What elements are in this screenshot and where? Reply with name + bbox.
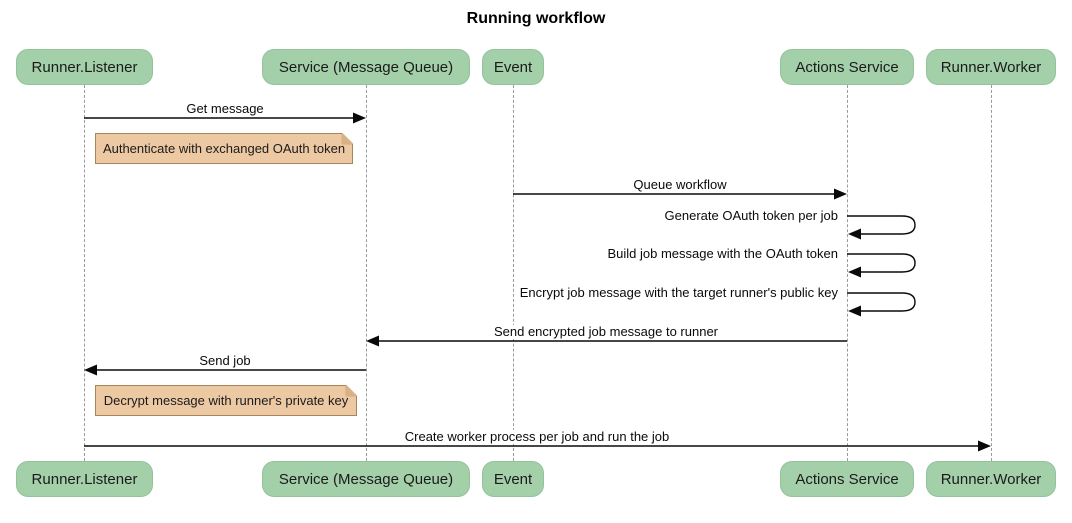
actor-top-event: Event <box>482 49 544 85</box>
note-decrypt-private-key: Decrypt message with runner's private ke… <box>95 385 357 416</box>
lifeline-event <box>513 85 514 461</box>
message-label-generate-oauth-token: Generate OAuth token per job <box>661 209 841 223</box>
lifeline-service-message-queue <box>366 85 367 461</box>
actor-top-service-message-queue: Service (Message Queue) <box>262 49 470 85</box>
message-label-send-encrypted-job-message: Send encrypted job message to runner <box>490 325 722 339</box>
message-label-encrypt-job-message: Encrypt job message with the target runn… <box>516 286 841 300</box>
note-decrypt-private-key-text: Decrypt message with runner's private ke… <box>103 393 349 408</box>
self-loop-generate-oauth-token <box>847 215 916 240</box>
arrow-send-encrypted-job-message <box>366 335 847 347</box>
message-label-build-job-message: Build job message with the OAuth token <box>604 247 841 261</box>
actor-top-runner-listener: Runner.Listener <box>16 49 153 85</box>
arrow-get-message <box>84 112 366 124</box>
actor-bottom-actions-service: Actions Service <box>780 461 914 497</box>
lifeline-actions-service <box>847 85 848 461</box>
lifeline-runner-listener <box>84 85 85 461</box>
note-authenticate-oauth-text: Authenticate with exchanged OAuth token <box>102 141 346 156</box>
message-label-create-worker-process: Create worker process per job and run th… <box>401 430 673 444</box>
arrow-queue-workflow <box>513 188 847 200</box>
self-loop-build-job-message <box>847 253 916 278</box>
arrow-send-job <box>84 364 366 376</box>
actor-bottom-event: Event <box>482 461 544 497</box>
message-label-get-message: Get message <box>183 102 267 116</box>
actor-bottom-runner-worker: Runner.Worker <box>926 461 1056 497</box>
actor-top-runner-worker: Runner.Worker <box>926 49 1056 85</box>
actor-bottom-service-message-queue: Service (Message Queue) <box>262 461 470 497</box>
message-label-send-job: Send job <box>196 354 254 368</box>
message-label-queue-workflow: Queue workflow <box>630 178 730 192</box>
actor-bottom-runner-listener: Runner.Listener <box>16 461 153 497</box>
lifeline-runner-worker <box>991 85 992 461</box>
arrow-create-worker-process <box>84 440 991 452</box>
self-loop-encrypt-job-message <box>847 292 916 317</box>
actor-top-actions-service: Actions Service <box>780 49 914 85</box>
note-authenticate-oauth: Authenticate with exchanged OAuth token <box>95 133 353 164</box>
diagram-title: Running workflow <box>466 10 606 27</box>
